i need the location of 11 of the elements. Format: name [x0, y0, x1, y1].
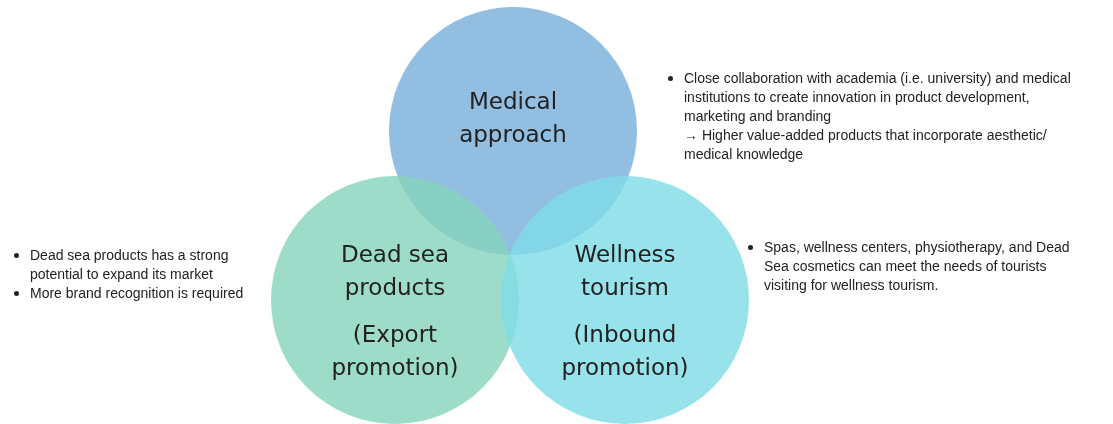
circle-label: Wellness tourism — [573, 240, 677, 302]
bullet-text: More brand recognition is required — [30, 284, 245, 303]
circle-label: Medical approach — [458, 87, 568, 149]
circle-label: Dead sea products — [339, 240, 451, 302]
bullet-text: Spas, wellness centers, physiotherapy, and Dead Sea cosmetics can meet the needs of tourists visiting for wellness tourism. — [764, 238, 1071, 295]
note-text: → Higher value-added products that incorporate aesthetic/ medical knowledge — [684, 126, 1048, 164]
circle-label: (Export promotion) — [330, 320, 460, 382]
note-text: Close collaboration with academia (i.e. university) and medical institutions to create innovation in product development, marketing and branding — [684, 69, 1072, 126]
venn-circle — [501, 176, 749, 424]
bullet-text: Dead sea products has a strong potential to expand its market — [30, 246, 230, 284]
circle-label: (Inbound promotion) — [560, 320, 690, 382]
